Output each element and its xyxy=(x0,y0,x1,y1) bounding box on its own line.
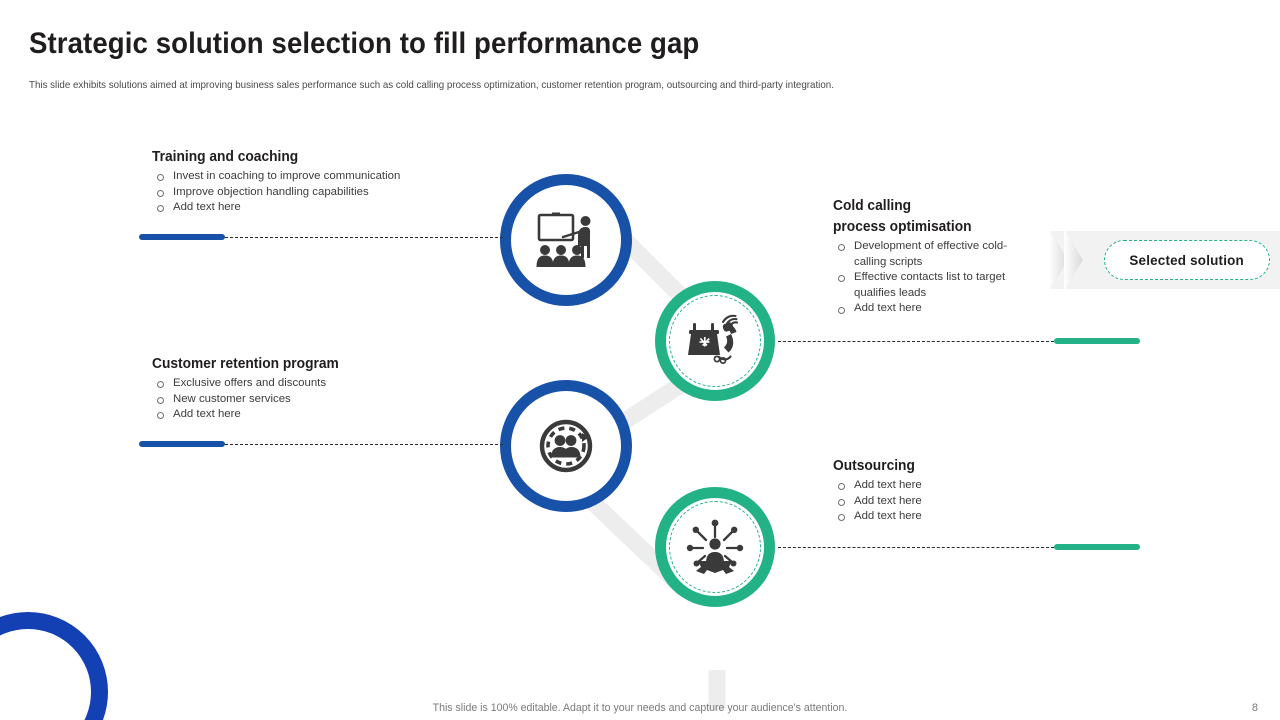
leader-bar xyxy=(1054,338,1140,344)
node-inner-ring xyxy=(669,501,761,593)
footer-note: This slide is 100% editable. Adapt it to… xyxy=(432,702,848,714)
page-title: Strategic solution selection to fill per… xyxy=(29,27,700,60)
list-item: Add text here xyxy=(152,407,452,423)
leader-dash xyxy=(225,443,503,445)
blue-diagonal-stripe xyxy=(1244,0,1280,135)
bullet-list: Development of effective cold-calling sc… xyxy=(833,239,1038,317)
list-item: New customer services xyxy=(152,392,452,408)
block-customer-retention-program: Customer retention program Exclusive off… xyxy=(152,355,452,423)
block-training-and-coaching: Training and coaching Invest in coaching… xyxy=(152,148,452,216)
leader-dash xyxy=(778,546,1054,548)
top-right-corner-decoration xyxy=(1070,0,1280,135)
bullet-list: Add text here Add text here Add text her… xyxy=(833,478,1038,525)
block-heading-line-1: Cold calling xyxy=(833,198,912,214)
outsourcing-node[interactable] xyxy=(655,487,775,607)
cold-call-node[interactable] xyxy=(655,281,775,401)
leader-bar xyxy=(139,234,225,240)
list-item: Effective contacts list to target qualif… xyxy=(833,270,1038,301)
list-item: Add text here xyxy=(833,494,1038,510)
bullet-list: Exclusive offers and discounts New custo… xyxy=(152,376,452,423)
selected-solution-badge[interactable]: Selected solution xyxy=(1104,240,1270,280)
leader-line-outsourcing xyxy=(778,544,1140,550)
list-item: Development of effective cold-calling sc… xyxy=(833,239,1038,270)
block-heading: Customer retention program xyxy=(152,356,339,372)
selected-solution-label: Selected solution xyxy=(1129,252,1245,268)
leader-bar xyxy=(1054,544,1140,550)
leader-dash xyxy=(225,236,503,238)
list-item: Add text here xyxy=(152,200,452,216)
bullet-list: Invest in coaching to improve communicat… xyxy=(152,169,452,216)
green-diagonal-stripe xyxy=(1188,0,1280,135)
telephone-ringing-icon xyxy=(688,314,739,364)
leader-line-cold-calling xyxy=(778,338,1140,344)
leader-bar xyxy=(139,441,225,447)
leader-line-retention xyxy=(139,441,503,447)
list-item: Invest in coaching to improve communicat… xyxy=(152,169,452,185)
block-heading: Training and coaching xyxy=(152,149,299,165)
list-item: Improve objection handling capabilities xyxy=(152,185,452,201)
leader-dash xyxy=(778,340,1054,342)
block-outsourcing: Outsourcing Add text here Add text here … xyxy=(833,457,1038,525)
network-gear-icon xyxy=(686,519,744,574)
block-heading-line-2: process optimisation xyxy=(833,219,972,235)
block-heading: Outsourcing xyxy=(833,458,915,474)
training-presentation-icon xyxy=(536,212,591,267)
page-number: 8 xyxy=(1251,702,1258,714)
double-chevron-right-icon xyxy=(1049,229,1083,291)
list-item: Add text here xyxy=(833,301,1038,317)
list-item: Add text here xyxy=(833,509,1038,525)
retention-node[interactable] xyxy=(500,380,632,512)
customer-retention-icon xyxy=(539,419,593,473)
page-subtitle: This slide exhibits solutions aimed at i… xyxy=(29,79,834,91)
list-item: Add text here xyxy=(833,478,1038,494)
block-cold-calling-process-optimisation: Cold calling process optimisation Develo… xyxy=(833,197,1038,317)
list-item: Exclusive offers and discounts xyxy=(152,376,452,392)
training-node[interactable] xyxy=(500,174,632,306)
node-inner-ring xyxy=(669,295,761,387)
leader-line-training xyxy=(139,234,503,240)
